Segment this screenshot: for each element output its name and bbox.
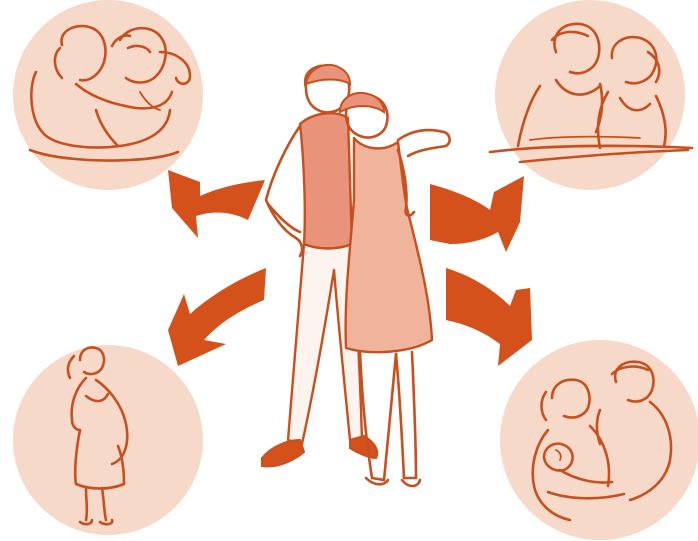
pregnant-woman-icon: [13, 345, 203, 535]
man-shoe-left: [262, 440, 304, 466]
scene-circle-pregnancy: [13, 345, 203, 535]
arrow-bottom-right: [446, 268, 532, 366]
woman-dress: [346, 138, 432, 352]
arrow-top-right: [430, 176, 524, 252]
arrow-top-left: [168, 170, 265, 238]
man-shirt: [300, 113, 352, 248]
couple-reading-icon: [490, 0, 692, 190]
couple-embrace-icon: [13, 0, 203, 190]
arrow-bottom-left: [168, 268, 266, 366]
family-with-baby-icon: [500, 340, 698, 540]
man-shoe-right: [350, 436, 377, 458]
couple-standing-icon: [262, 65, 450, 486]
